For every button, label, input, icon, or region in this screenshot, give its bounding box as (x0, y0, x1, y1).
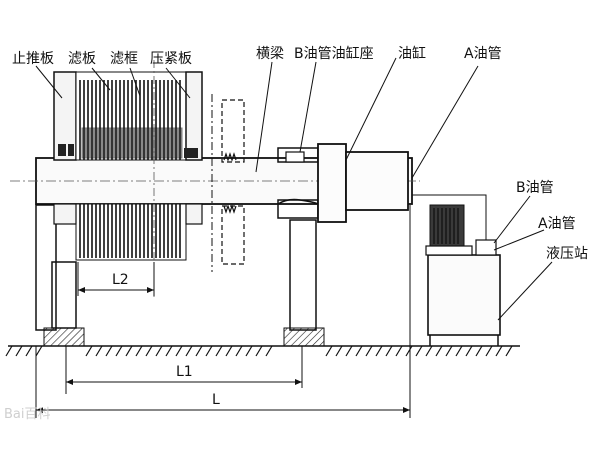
cylinder-seat (317, 143, 409, 223)
dimension-lines (36, 287, 410, 413)
stop-plate (53, 71, 77, 161)
label-a-pipe-right: A油管 (538, 216, 576, 232)
label-stop-plate: 止推板 (12, 51, 54, 67)
label-filter-plate: 滤板 (68, 51, 96, 67)
filter-plates-bottom (53, 203, 203, 261)
b-pipe-fitting (285, 151, 305, 163)
oil-pipe (412, 194, 487, 240)
dim-label-l1: L1 (176, 364, 193, 380)
label-b-pipe-cylinder-seat: B油管油缸座 (294, 45, 374, 62)
label-a-pipe-top: A油管 (464, 46, 502, 62)
leader-lines (35, 57, 553, 321)
phantom-teeth (223, 152, 237, 214)
label-cylinder: 油缸 (398, 45, 426, 62)
label-press-plate: 压紧板 (150, 51, 192, 67)
label-b-pipe-right: B油管 (516, 180, 554, 196)
ground (5, 345, 520, 357)
label-filter-frame: 滤框 (110, 51, 138, 67)
watermark: Bai百科 (4, 407, 51, 422)
right-foundation (283, 327, 325, 347)
dim-label-l: L (212, 392, 220, 408)
right-support-leg (289, 219, 317, 331)
hydraulic-station (425, 204, 501, 346)
filter-plates-top (75, 71, 187, 161)
phantom-press-plate (221, 99, 245, 265)
label-hydraulic-station: 液压站 (546, 246, 588, 262)
label-crossbeam: 横梁 (256, 46, 284, 62)
left-support-leg (35, 204, 77, 331)
dim-label-l2: L2 (112, 272, 129, 288)
press-plate (184, 71, 203, 161)
